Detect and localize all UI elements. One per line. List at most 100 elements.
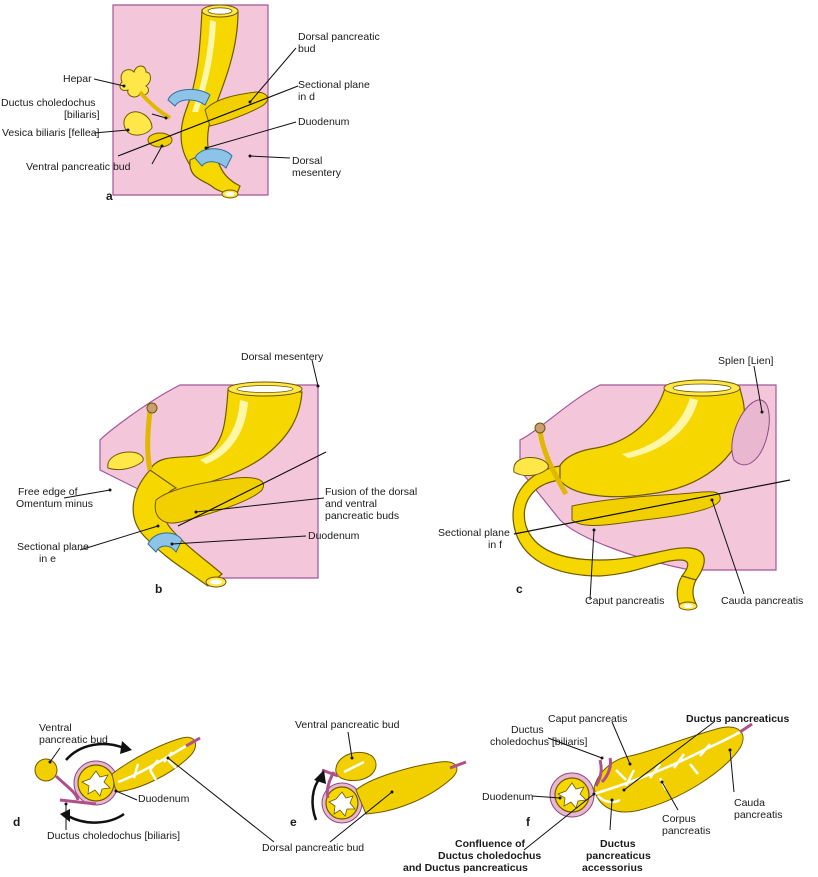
stomach-lumen-a xyxy=(207,7,233,15)
rotation-arrow-top-d xyxy=(65,742,125,761)
panel-b: Dorsal mesentery Free edge of Omentum mi… xyxy=(16,351,417,596)
label-ventral-bud-a: Ventral pancreatic bud xyxy=(26,161,131,173)
duodenum-lumen-b xyxy=(210,579,222,585)
label-fusion-1: Fusion of the dorsal xyxy=(325,486,417,498)
bile-duct-c xyxy=(537,429,569,496)
duodenum-lumen-e xyxy=(328,791,356,817)
stomach-highlight-b xyxy=(200,400,248,464)
label-duodenum-b: Duodenum xyxy=(308,530,360,542)
panel-letter-c: c xyxy=(516,582,523,596)
label-dorsal-bud-a2: bud xyxy=(298,43,316,55)
stomach-lumen-c xyxy=(672,383,732,393)
label-free-edge-2: Omentum minus xyxy=(16,498,93,510)
ventral-pancreatic-bud-d xyxy=(34,758,58,782)
peritoneal-fold-a2 xyxy=(194,148,233,169)
cut-hepatic-duct-b xyxy=(146,402,158,414)
label-ductus-choledochus-f1: Ductus xyxy=(511,724,544,736)
label-confluence-1: Confluence of xyxy=(455,838,526,850)
panel-d: Ventral pancreatic bud Duodenum Ductus c… xyxy=(13,722,275,843)
label-sectional-plane-b1: Sectional plane xyxy=(17,541,89,553)
duct-tail-e xyxy=(449,760,467,770)
label-confluence-2: Ductus choledochus xyxy=(438,850,541,862)
label-ductus-choledochus-a2: [biliaris] xyxy=(64,109,100,121)
peritoneal-fold-b xyxy=(147,532,183,553)
panel-a: Hepar Ductus choledochus [biliaris] Vesi… xyxy=(1,4,380,203)
label-duodenum-a: Duodenum xyxy=(298,116,350,128)
label-cauda-f2: pancreatis xyxy=(734,809,782,821)
pancreas-b xyxy=(154,477,264,524)
label-duodenum-d: Duodenum xyxy=(138,793,190,805)
duct-cut-e xyxy=(321,768,339,778)
duct-tail-d xyxy=(185,736,201,748)
ductus-choledochus-f xyxy=(594,759,603,787)
sectional-plane-line-b xyxy=(177,451,327,527)
label-ductus-choledochus-a1: Ductus choledochus xyxy=(1,97,96,109)
label-sectional-plane-c1: Sectional plane xyxy=(438,527,510,539)
label-accessorius-1: Ductus xyxy=(600,838,636,850)
panel-letter-e: e xyxy=(290,815,297,829)
vesica-biliaris-c xyxy=(513,457,549,477)
stomach-highlight-a xyxy=(192,20,216,112)
label-vesica-biliaris: Vesica biliaris [fellea] xyxy=(2,127,100,139)
label-ventral-bud-e: Ventral pancreatic bud xyxy=(295,719,400,731)
panel-letter-a: a xyxy=(106,189,113,203)
sectional-plane-line-c xyxy=(513,479,791,535)
label-corpus-f2: pancreatis xyxy=(662,825,710,837)
label-sectional-plane-a2: in d xyxy=(298,91,315,103)
rotation-arrowhead-e xyxy=(314,770,326,784)
label-duodenum-f: Duodenum xyxy=(482,791,534,803)
label-caput-c: Caput pancreatis xyxy=(585,595,664,607)
ductus-choledochus-d xyxy=(59,798,97,806)
label-accessorius-3: accessorius xyxy=(582,862,643,874)
label-ductus-choledochus-d: Ductus choledochus [biliaris] xyxy=(47,830,180,842)
label-confluence-3: and Ductus pancreaticus xyxy=(403,862,528,874)
panel-f: Ductus choledochus [biliaris] Caput panc… xyxy=(403,713,789,874)
label-splen: Splen [Lien] xyxy=(718,355,774,367)
label-sectional-plane-a1: Sectional plane xyxy=(298,79,370,91)
label-free-edge-1: Free edge of xyxy=(18,486,78,498)
label-dorsal-mesentery-b: Dorsal mesentery xyxy=(241,351,324,363)
label-dorsal-mesentery-a2: mesentery xyxy=(292,167,342,179)
label-ventral-bud-d2: pancreatic bud xyxy=(39,734,108,746)
stomach-highlight-c xyxy=(622,398,698,458)
rotation-arrowhead-top-d xyxy=(120,741,132,754)
label-accessorius-2: pancreaticus xyxy=(586,850,651,862)
ductus-pancreaticus-f xyxy=(593,730,741,796)
label-ductus-choledochus-f2: choledochus [biliaris] xyxy=(490,736,588,748)
label-corpus-f1: Corpus xyxy=(662,813,696,825)
duodenum-lumen-d xyxy=(81,770,111,797)
rotation-arrowhead-bottom-d xyxy=(60,809,70,822)
duct-main-d xyxy=(117,744,187,784)
bile-duct-b xyxy=(145,409,153,471)
label-caput-f: Caput pancreatis xyxy=(548,713,627,725)
rotation-arrow-e xyxy=(311,777,322,821)
label-cauda-c: Cauda pancreatis xyxy=(721,595,803,607)
duodenum-lumen-c xyxy=(683,604,693,608)
panel-e: Ventral pancreatic bud Dorsal pancreatic… xyxy=(262,719,467,854)
label-dorsal-bud-e: Dorsal pancreatic bud xyxy=(262,842,364,854)
label-fusion-3: pancreatic buds xyxy=(325,510,399,522)
panel-letter-d: d xyxy=(13,815,20,829)
label-sectional-plane-b2: in e xyxy=(39,553,56,565)
duct-tail-f xyxy=(739,722,753,734)
panel-letter-f: f xyxy=(526,815,531,829)
ventral-bud-duct-e xyxy=(343,760,365,774)
ductus-choledochus-f2 xyxy=(600,757,612,784)
label-sectional-plane-c2: in f xyxy=(488,539,502,551)
cut-hepatic-duct-c xyxy=(534,422,546,434)
sectional-plane-line-a xyxy=(117,85,299,157)
panel-letter-b: b xyxy=(155,582,162,596)
hepar-bud-a xyxy=(119,65,151,98)
peritoneal-fold-a1 xyxy=(167,88,211,107)
rotation-arrow-bottom-d xyxy=(67,812,125,824)
ductus-accessorius-f xyxy=(597,795,621,804)
ventral-duct-d xyxy=(54,774,80,801)
label-dorsal-mesentery-a1: Dorsal xyxy=(292,155,322,167)
label-ventral-bud-d1: Ventral xyxy=(39,722,72,734)
vesica-biliaris-a xyxy=(123,111,153,136)
splen-c xyxy=(731,399,770,466)
label-ductus-pancreaticus-f: Ductus pancreaticus xyxy=(686,713,789,725)
duodenum-opening-lumen-a xyxy=(225,192,235,196)
stomach-lumen-b xyxy=(236,385,294,393)
